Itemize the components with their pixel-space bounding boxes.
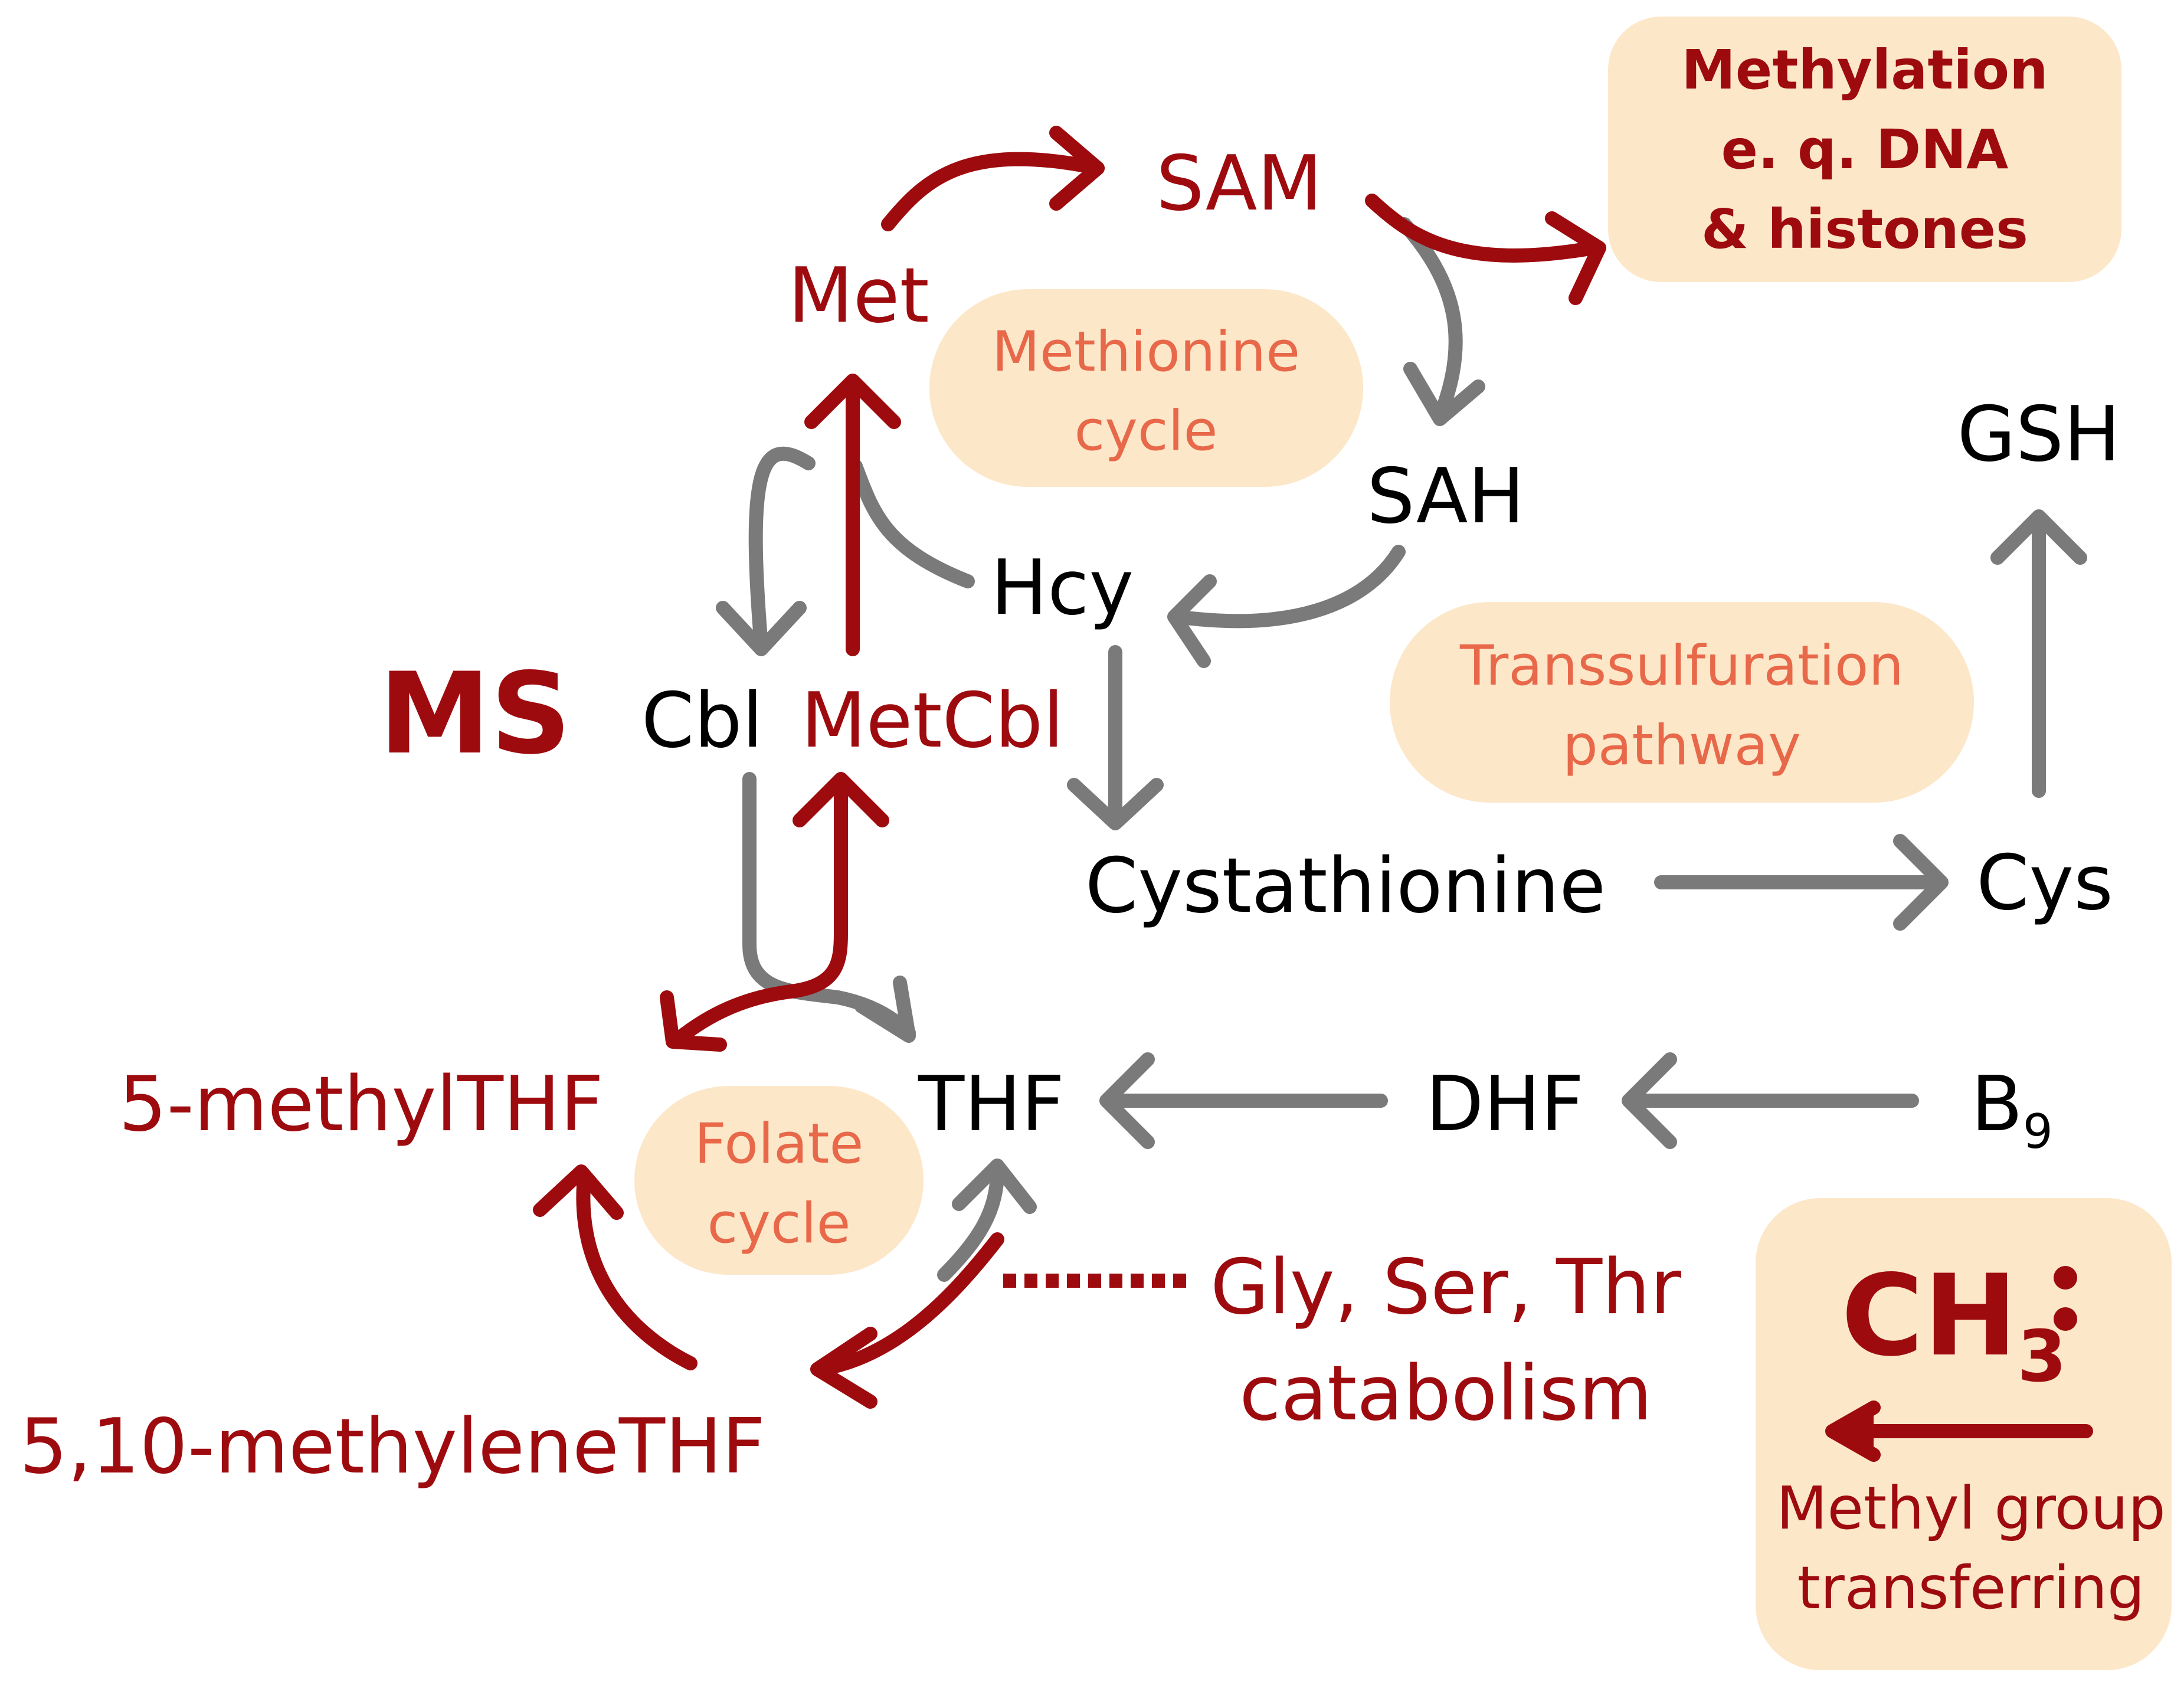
methylthf-label: 5-methylTHF <box>119 1061 604 1148</box>
cystathionine-to-cys-arrow <box>1654 834 1949 931</box>
methionine-cycle-line-1: Methionine <box>992 320 1300 384</box>
cys-to-gsh-arrow <box>1990 509 2087 798</box>
ch3-symbol: CH3 <box>1841 1251 2067 1398</box>
folate-cycle-line-2: cycle <box>708 1192 851 1256</box>
methylation-line-3: & histones <box>1701 198 2028 261</box>
catabolism-line-1: Gly, Ser, Thr <box>1210 1243 1681 1331</box>
dhf-label: DHF <box>1426 1061 1584 1148</box>
methionine-cycle-box <box>929 289 1363 487</box>
legend-arrow <box>1825 1400 2093 1462</box>
catabolism-line-2: catabolism <box>1239 1350 1652 1438</box>
thf-label: THF <box>918 1061 1065 1148</box>
folate-cycle-line-1: Folate <box>695 1112 864 1176</box>
methionine-cycle-line-2: cycle <box>1075 399 1218 463</box>
hcy-to-cystathionine-arrow <box>1067 645 1164 830</box>
methylation-box <box>1608 17 2121 282</box>
radical-dot-bottom <box>2054 1307 2077 1331</box>
cystathionine-label: Cystathionine <box>1085 842 1606 930</box>
legend-caption-line-2: transferring <box>1797 1553 2145 1622</box>
methylation-line-1: Methylation <box>1681 38 2048 102</box>
b9-to-dhf-arrow <box>1622 1052 1919 1149</box>
cbl-label: Cbl <box>641 677 763 765</box>
transsulfuration-box <box>1390 602 1974 803</box>
b9-label: B9 <box>1971 1061 2053 1159</box>
thf-to-methylenethf-arrow <box>810 1232 1004 1409</box>
sam-to-methylation-arrow <box>1365 194 1606 305</box>
transsulfuration-line-2: pathway <box>1563 714 1801 778</box>
radical-dot-top <box>2054 1266 2077 1290</box>
ms-label: MS <box>379 649 571 779</box>
met-label: Met <box>788 252 929 340</box>
cys-label: Cys <box>1976 839 2113 927</box>
methylation-line-2: e. q. DNA <box>1721 118 2009 181</box>
thf-up-arrow <box>937 1159 1037 1282</box>
gsh-label: GSH <box>1957 391 2121 479</box>
hcy-label: Hcy <box>991 544 1134 632</box>
metcbl-to-met-arrow <box>804 374 901 656</box>
sam-label: SAM <box>1156 140 1322 228</box>
methylenethf-to-methylthf-arrow <box>533 1164 698 1370</box>
sah-label: SAH <box>1367 453 1524 541</box>
folate-cycle-box <box>634 1086 924 1275</box>
methylthf-to-metcbl-arrow <box>660 772 889 1052</box>
hcy-to-cbl-loop-arrow <box>716 446 816 656</box>
dhf-to-thf-arrow <box>1099 1052 1388 1149</box>
sah-to-hcy-arrow <box>1167 545 1406 668</box>
legend-caption-line-1: Methyl group <box>1776 1474 2166 1543</box>
sam-to-sah-arrow <box>1397 217 1485 426</box>
metcbl-label: MetCbl <box>801 677 1064 765</box>
met-to-sam-arrow <box>881 126 1105 231</box>
methylenethf-label: 5,10-methyleneTHF <box>19 1403 765 1491</box>
cbl-to-thf-arrow <box>742 772 916 1043</box>
transsulfuration-line-1: Transsulfuration <box>1459 634 1904 698</box>
hcy-to-met-gray-arrow <box>849 459 975 588</box>
